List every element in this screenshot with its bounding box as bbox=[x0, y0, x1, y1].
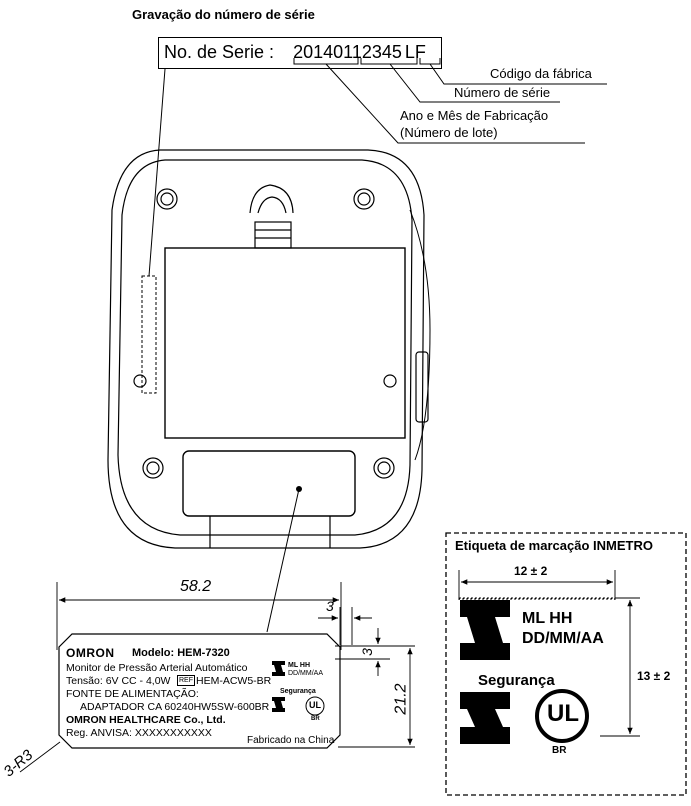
label-outline bbox=[58, 633, 341, 749]
inmetro-ul-text: UL bbox=[547, 700, 579, 727]
label-line-anvisa: Reg. ANVISA: XXXXXXXXXXX bbox=[66, 727, 212, 739]
serial-engraving-area bbox=[141, 275, 157, 394]
inmetro-box bbox=[445, 532, 687, 796]
label-made-in: Fabricado na China bbox=[247, 735, 335, 746]
dimension-offset-y: 3 bbox=[358, 648, 375, 656]
label-line-power: FONTE DE ALIMENTAÇÃO: bbox=[66, 688, 199, 700]
serial-number-box bbox=[158, 37, 442, 69]
label-line-company: OMRON HEALTHCARE Co., Ltd. bbox=[66, 714, 226, 726]
label-mini-br: BR bbox=[311, 716, 320, 722]
label-mini-ul: UL bbox=[309, 700, 321, 710]
serial-prefix: No. de Serie : bbox=[164, 42, 275, 62]
device-back-view bbox=[107, 149, 431, 549]
callout-serial-number: Número de série bbox=[454, 85, 551, 100]
serial-number-digits: 12345 bbox=[351, 42, 402, 62]
inmetro-dimension-width: 12 ± 2 bbox=[514, 564, 548, 578]
label-line-description: Monitor de Pressão Arterial Automático bbox=[66, 662, 248, 674]
dimension-offset-x: 3 bbox=[326, 598, 334, 614]
inmetro-seguranca-text: Segurança bbox=[478, 672, 555, 689]
inmetro-dimensions bbox=[458, 570, 640, 737]
ul-logo-large bbox=[535, 689, 589, 743]
label-line-tension: Tensão: 6V CC - 4,0W bbox=[66, 675, 171, 687]
inmetro-date-text: DD/MM/AA bbox=[522, 630, 604, 647]
serial-factory-code: LF bbox=[404, 42, 426, 62]
dimension-lines bbox=[19, 582, 415, 773]
label-model: Modelo: HEM-7320 bbox=[132, 647, 230, 659]
label-mini-ml: ML HH bbox=[288, 662, 311, 669]
label-brand: OMRON bbox=[66, 646, 115, 660]
serial-callouts bbox=[293, 58, 607, 144]
inmetro-ml-text: ML HH bbox=[522, 610, 573, 627]
inmetro-mark-icons bbox=[460, 600, 510, 744]
dimension-width: 58.2 bbox=[180, 578, 212, 595]
callout-manufacture-date: Ano e Mês de Fabricação bbox=[400, 108, 549, 123]
label-ref-badge: REF bbox=[177, 675, 195, 686]
page-title: Gravação do número de série bbox=[132, 7, 315, 22]
label-mini-date: DD/MM/AA bbox=[288, 670, 323, 677]
inmetro-title: Etiqueta de marcação INMETRO bbox=[455, 538, 653, 553]
serial-year-month: 201401 bbox=[293, 42, 352, 62]
label-line-adapter: ADAPTADOR CA 60240HW5SW-600BR bbox=[80, 701, 270, 713]
dimension-height: 21.2 bbox=[392, 683, 410, 715]
screw-holes bbox=[133, 188, 397, 479]
label-mini-seguranca: Segurança bbox=[280, 688, 316, 695]
inmetro-br-text: BR bbox=[552, 745, 567, 756]
callout-factory-code: Código da fábrica bbox=[490, 66, 592, 81]
label-inmetro-mark bbox=[272, 661, 285, 712]
inmetro-dimension-height: 13 ± 2 bbox=[637, 669, 671, 683]
callout-lot-number: (Número de lote) bbox=[400, 125, 498, 140]
label-ref-value: HEM-ACW5-BR bbox=[196, 675, 272, 687]
